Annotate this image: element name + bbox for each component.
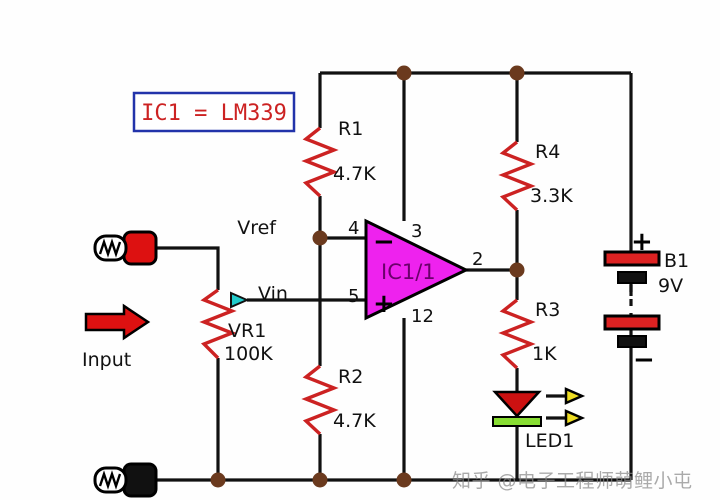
component-b1: + − B1 9V	[603, 227, 689, 375]
r3-ref: R3	[535, 299, 560, 321]
ic1-pin-2-label: 2	[472, 249, 483, 270]
r1-value: 4.7K	[333, 163, 376, 185]
input-arrow-icon	[84, 303, 151, 341]
ic1-pin-5-label: 5	[348, 286, 359, 307]
b1-plate-short-2	[617, 335, 647, 348]
junction-gnd-vr1	[210, 472, 226, 488]
terminal-input-ground[interactable]	[93, 462, 158, 498]
led1-emission-rays	[546, 387, 586, 427]
b1-plate-long-1	[603, 250, 661, 267]
b1-value: 9V	[658, 275, 683, 297]
r3-zigzag	[498, 298, 536, 370]
ic1-pin-4-label: 4	[348, 218, 359, 239]
input-label: Input	[82, 349, 131, 371]
b1-plate-long-2	[603, 314, 661, 331]
junction-top-pin3	[396, 65, 412, 81]
component-r2: R2 4.7K	[301, 364, 376, 436]
r4-value: 3.3K	[530, 185, 573, 207]
ic1-inverting-sign: −	[373, 227, 395, 257]
led1-ref: LED1	[525, 430, 574, 452]
terminal-bottom-body[interactable]	[122, 462, 158, 498]
component-vr1[interactable]: VR1 100K	[199, 288, 273, 365]
ic1-pin-3-label: 3	[411, 221, 422, 242]
r2-zigzag	[301, 364, 339, 436]
ic1-noninverting-sign: +	[373, 289, 395, 319]
junction-dots	[210, 65, 525, 488]
r3-value: 1K	[532, 343, 557, 365]
input-indicator: Input	[82, 303, 151, 371]
b1-plate-short-1	[617, 271, 647, 284]
ic1-designator: IC1/1	[381, 260, 436, 284]
net-label-vref: Vref	[237, 217, 277, 239]
junction-top-r4	[509, 65, 525, 81]
ic1-pin-12-label: 12	[411, 306, 434, 327]
b1-plus-sign: +	[631, 227, 653, 257]
r1-zigzag	[301, 126, 339, 198]
b1-ref: B1	[664, 250, 689, 272]
component-ic1[interactable]: IC1/1 − + 4 5 3 12 2	[348, 218, 483, 327]
junction-vref	[312, 230, 328, 246]
component-r3: R3 1K	[498, 298, 560, 370]
vr1-value: 100K	[224, 343, 273, 365]
r4-ref: R4	[535, 141, 560, 163]
title-box-label: IC1 = LM339	[141, 101, 287, 126]
r2-ref: R2	[338, 366, 363, 388]
vr1-wiper-arrow[interactable]	[230, 291, 250, 309]
component-r4: R4 3.3K	[498, 140, 573, 212]
terminal-input-positive[interactable]	[93, 230, 158, 266]
junction-gnd-pin12	[396, 472, 412, 488]
led1-triangle	[492, 390, 542, 418]
b1-minus-sign: −	[633, 345, 655, 375]
title-box-frame	[132, 91, 296, 133]
component-r1: R1 4.7K	[301, 118, 376, 198]
vr1-zigzag	[199, 288, 237, 360]
r2-value: 4.7K	[333, 410, 376, 432]
junction-output	[509, 262, 525, 278]
title-box: IC1 = LM339	[132, 91, 296, 133]
ic1-triangle-body[interactable]	[364, 218, 470, 321]
vr1-ref: VR1	[228, 320, 266, 342]
junction-gnd-r2	[312, 472, 328, 488]
terminal-top-spring	[98, 238, 122, 258]
terminal-bottom-spring	[98, 470, 122, 490]
terminal-top-body[interactable]	[122, 230, 158, 266]
watermark-text: 知乎 @电子工程师萌鲤小屯	[452, 470, 693, 492]
component-led1: LED1	[492, 387, 586, 452]
r1-ref: R1	[338, 118, 363, 140]
wire-input-terminal	[148, 246, 220, 290]
led1-ray-1-head	[564, 387, 586, 405]
r4-zigzag	[498, 140, 536, 212]
led1-ray-2-head	[564, 409, 586, 427]
led1-cathode-bar	[492, 416, 542, 427]
net-label-vin: Vin	[258, 283, 288, 305]
